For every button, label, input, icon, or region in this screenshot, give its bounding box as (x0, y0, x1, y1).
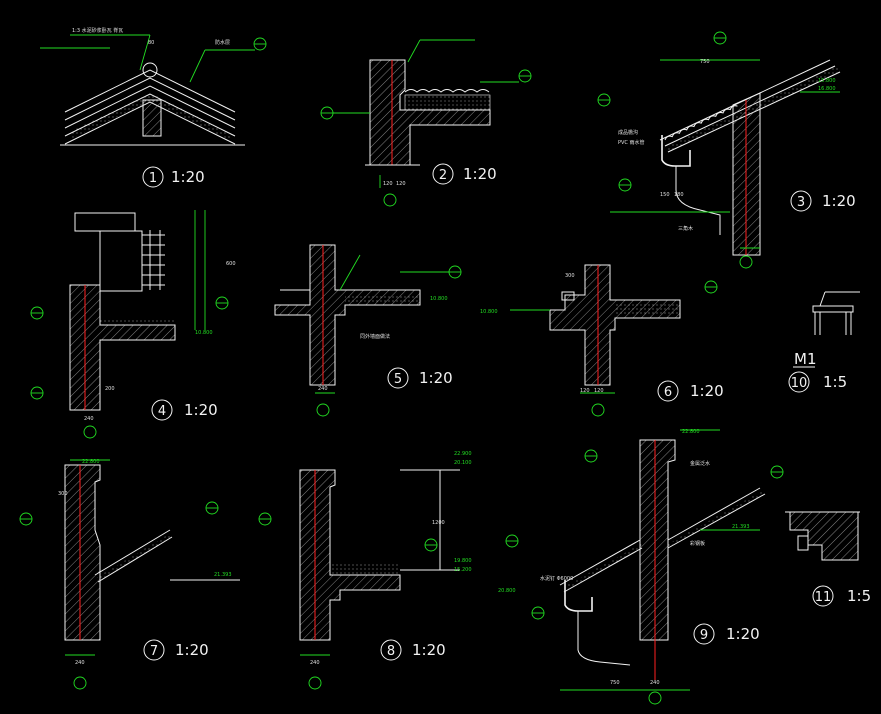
detail-8-elev-a: 22.900 (454, 451, 472, 457)
detail-5-number: 5 (394, 372, 402, 387)
detail-3-dim-180: 180 (674, 192, 684, 198)
detail-2-dim-120b: 120 (396, 181, 406, 187)
detail-1-scale: 1:20 (171, 168, 205, 186)
detail-9-note-nail: 水泥钉 Φ6000 (540, 575, 573, 582)
detail-6-dim-120a: 120 (580, 388, 590, 394)
detail-9-elev-c: 20.800 (498, 588, 516, 594)
detail-1-number: 1 (149, 171, 157, 186)
detail-3-dim-150: 150 (660, 192, 670, 198)
detail-9-gable-eave (505, 429, 784, 705)
detail-9-elev-a: 22.800 (682, 429, 700, 435)
detail-3-note-pipe: PVC 雨水管 (618, 139, 645, 146)
detail-7-number: 7 (150, 644, 158, 659)
detail-2-scale: 1:20 (463, 165, 497, 183)
detail-7-sloped-junction (19, 459, 240, 690)
detail-3-elev-b: 16.800 (818, 86, 836, 92)
detail-5-junction (274, 244, 462, 417)
detail-6-scale: 1:20 (690, 382, 724, 400)
detail-10-door-frame (812, 291, 860, 335)
detail-4-scale: 1:20 (184, 401, 218, 419)
detail-7-dim-300: 300 (58, 491, 68, 497)
detail-11-number: 11 (815, 590, 832, 605)
detail-4-dim-200: 200 (105, 386, 115, 392)
detail-3-note-triangle: 三角木 (678, 225, 693, 232)
detail-2-parapet (320, 39, 532, 207)
detail-6-dim-120b: 120 (594, 388, 604, 394)
detail-10-number: 10 (791, 376, 808, 391)
detail-8-elev-d: 15.200 (454, 567, 472, 573)
detail-3-eave (597, 31, 841, 269)
detail-4-number: 4 (158, 404, 166, 419)
detail-1-ridge (40, 34, 267, 146)
door-label: M1 (794, 350, 817, 368)
detail-8-dim-240: 240 (310, 660, 320, 666)
detail-4-dim-600: 600 (226, 261, 236, 267)
detail-9-note-steel: 彩钢板 (690, 540, 705, 547)
detail-4-dim-240: 240 (84, 416, 94, 422)
detail-9-elev-b: 21.393 (732, 524, 750, 530)
detail-3-dim-750: 750 (700, 59, 710, 65)
detail-5-elev: 10.800 (430, 296, 448, 302)
detail-9-note-flashing: 金属泛水 (690, 460, 710, 467)
detail-7-elev-b: 21.393 (214, 572, 232, 578)
detail-2-number: 2 (439, 168, 447, 183)
detail-1-note-ridge: 1:3 水泥砂浆卧瓦 脊瓦 (72, 27, 123, 34)
detail-7-dim-240: 240 (75, 660, 85, 666)
detail-8-scale: 1:20 (412, 641, 446, 659)
detail-9-dim-750: 750 (610, 680, 620, 686)
detail-9-scale: 1:20 (726, 625, 760, 643)
detail-5-note: 同外墙面做法 (360, 333, 390, 340)
detail-5-dim-240: 240 (318, 386, 328, 392)
detail-11-scale: 1:5 (847, 587, 871, 605)
detail-6-number: 6 (664, 385, 672, 400)
detail-8-elev-c: 19.800 (454, 558, 472, 564)
detail-3-elev-a: 15.800 (818, 78, 836, 84)
detail-4-section (30, 210, 229, 439)
detail-8-number: 8 (387, 644, 395, 659)
detail-8-elev-b: 20.100 (454, 460, 472, 466)
detail-3-number: 3 (797, 195, 805, 210)
detail-7-elev-a: 22.800 (82, 459, 100, 465)
detail-1-dim-80: 80 (148, 40, 154, 46)
detail-6-elev: 10.800 (480, 309, 498, 315)
detail-5-scale: 1:20 (419, 369, 453, 387)
detail-6-dim-300: 300 (565, 273, 575, 279)
detail-10-scale: 1:5 (823, 373, 847, 391)
detail-8-dim-1200: 1200 (432, 520, 445, 526)
detail-8-flat-junction (258, 469, 460, 690)
detail-2-dim-120a: 120 (383, 181, 393, 187)
detail-11-corner (785, 511, 860, 561)
detail-9-number: 9 (700, 628, 708, 643)
detail-9-dim-240: 240 (650, 680, 660, 686)
detail-6-junction (510, 264, 718, 417)
detail-1-note-waterproof: 防水层 (215, 39, 230, 46)
detail-4-elev: 10.800 (195, 330, 213, 336)
detail-3-note-gutter: 成品檐沟 (618, 129, 638, 136)
detail-7-scale: 1:20 (175, 641, 209, 659)
detail-3-scale: 1:20 (822, 192, 856, 210)
